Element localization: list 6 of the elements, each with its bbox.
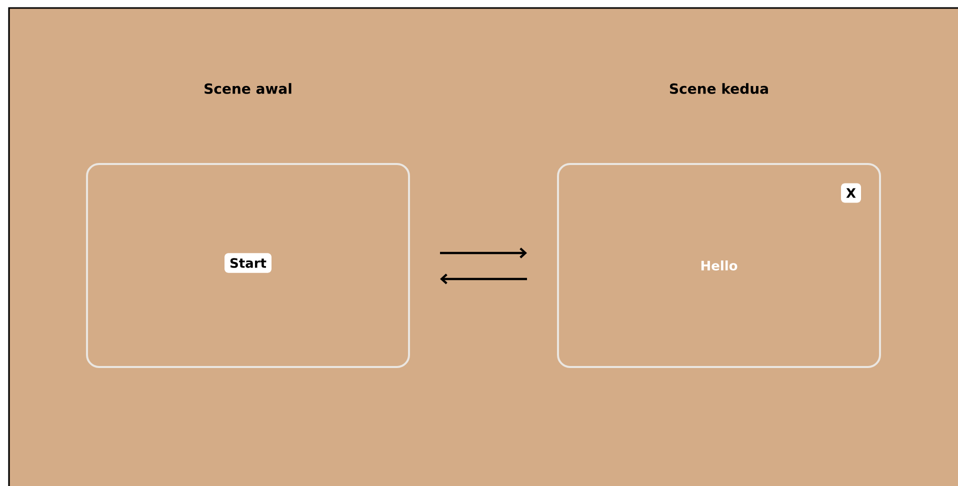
panel-text: Hello <box>701 260 738 271</box>
scene-heading: Scene awal <box>204 83 292 94</box>
arrow <box>440 274 527 284</box>
scene-heading: Scene kedua <box>670 83 768 94</box>
arrow <box>440 248 527 258</box>
button: Start <box>224 253 272 273</box>
